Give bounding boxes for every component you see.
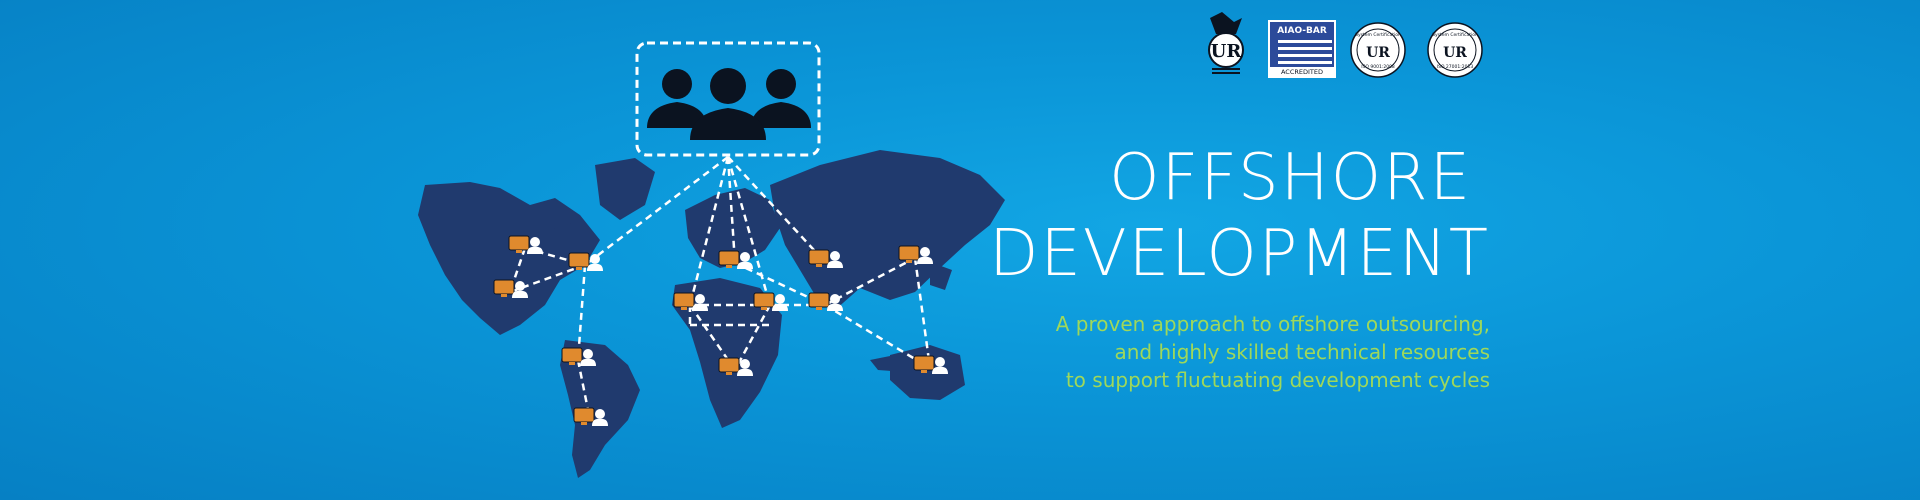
computer-user-icon	[573, 407, 608, 426]
title-line-2: DEVELOPMENT	[989, 217, 1490, 291]
accredited-text: ACCREDITED	[1281, 68, 1323, 76]
ur-accredited-logo: UR	[1208, 12, 1244, 74]
computer-user-icon	[493, 279, 528, 298]
iso-27001-seal: System Certification UR ISO 27001:2013	[1427, 22, 1483, 78]
computer-user-icon	[508, 235, 543, 254]
iso-9001-seal: System Certification UR ISO 9001:2008	[1350, 22, 1406, 78]
seal-bottom-text: ISO 9001:2008	[1361, 64, 1395, 70]
tagline-line-1: A proven approach to offshore outsourcin…	[1055, 312, 1490, 336]
tagline-line-3: to support fluctuating development cycle…	[1065, 368, 1490, 392]
tagline: A proven approach to offshore outsourcin…	[1056, 310, 1490, 394]
computer-nodes	[493, 235, 948, 426]
seal-ur-text: UR	[1366, 45, 1390, 61]
title-line-1: OFFSHORE	[1109, 141, 1472, 215]
team-icon	[647, 68, 811, 140]
computer-user-icon	[753, 292, 788, 311]
computer-user-icon	[568, 252, 603, 271]
computer-user-icon	[808, 292, 843, 311]
aiao-bar-logo: AIAO-BAR ACCREDITED	[1268, 20, 1336, 78]
seal-top-text: System Certification	[1432, 32, 1478, 38]
tagline-line-2: and highly skilled technical resources	[1114, 340, 1490, 364]
team-group	[635, 41, 821, 157]
computer-user-icon	[718, 357, 753, 376]
aiao-bar-text: AIAO-BAR	[1277, 26, 1327, 36]
seal-top-text: System Certification	[1355, 32, 1401, 38]
world-map	[418, 150, 1005, 478]
computer-user-icon	[898, 245, 933, 264]
seal-ur-text: UR	[1443, 45, 1467, 61]
team-box	[635, 41, 821, 157]
ur-logo-text: UR	[1211, 41, 1243, 62]
seal-bottom-text: ISO 27001:2013	[1437, 64, 1474, 70]
computer-user-icon	[808, 249, 843, 268]
computer-user-icon	[913, 355, 948, 374]
computer-user-icon	[718, 250, 753, 269]
page-title: OFFSHORE DEVELOPMENT	[989, 140, 1490, 292]
computer-user-icon	[561, 347, 596, 366]
computer-user-icon	[673, 292, 708, 311]
certification-logos: UR AIAO-BAR ACCREDITED System Certificat…	[1208, 12, 1483, 78]
